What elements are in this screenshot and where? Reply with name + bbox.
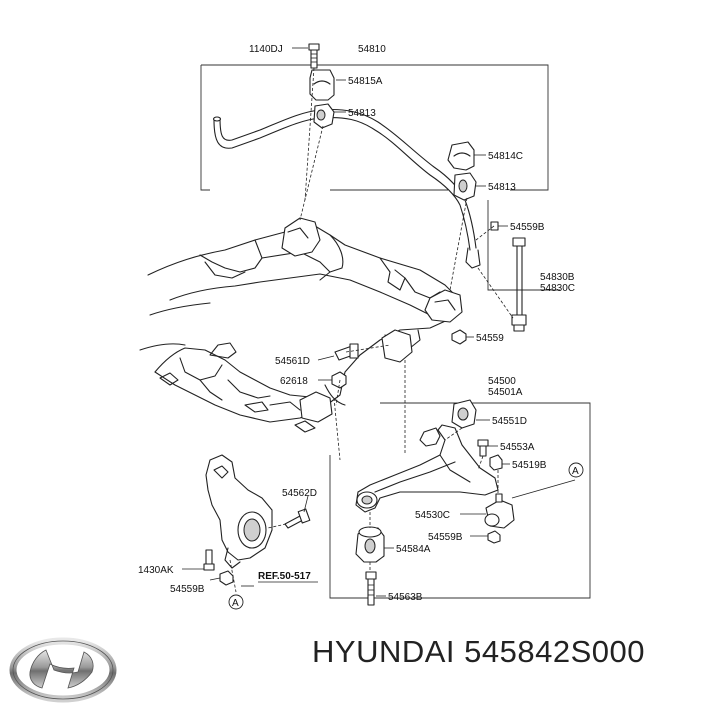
label-1430AK: 1430AK [138, 565, 174, 576]
label-62618: 62618 [280, 376, 308, 387]
label-54814C: 54814C [488, 151, 523, 162]
stabilizer-bar [212, 108, 481, 269]
nut-54559B-bottom [219, 570, 234, 586]
bolt-54562D [284, 508, 311, 529]
label-54815A: 54815A [348, 76, 383, 87]
label-54830B: 54830B [540, 272, 575, 283]
clamp-54815A [309, 69, 335, 101]
ball-joint-54530C [484, 493, 515, 529]
label-ref-50-517: REF.50-517 [258, 571, 311, 582]
label-54519B: 54519B [512, 460, 547, 471]
nut-62618 [331, 371, 347, 389]
label-54551D: 54551D [492, 416, 527, 427]
stabilizer-link [490, 221, 527, 332]
label-54559B-mid: 54559B [428, 532, 463, 543]
stabilizer-group-box [200, 64, 549, 191]
label-54501A: 54501A [488, 387, 523, 398]
steering-knuckle [205, 454, 273, 569]
mid-bushing-mount [299, 329, 413, 423]
ref-marker-a-bottom: A [228, 594, 244, 610]
lower-arm-group-box [329, 402, 591, 599]
hyundai-logo-icon [9, 637, 117, 703]
bolt-1430AK [203, 549, 215, 571]
label-54559: 54559 [476, 333, 504, 344]
rear-bushing-mount [424, 289, 463, 323]
label-54500: 54500 [488, 376, 516, 387]
bolt-54561D [334, 343, 359, 361]
brand-part-number: HYUNDAI 545842S000 [312, 634, 645, 669]
leader-lines [182, 47, 576, 597]
label-54810: 54810 [358, 44, 386, 55]
ref-marker-a-top: A [568, 462, 584, 478]
label-54561D: 54561D [275, 356, 310, 367]
nut-54559 [451, 329, 467, 345]
label-54830C: 54830C [540, 283, 575, 294]
clamp-54814C [447, 141, 475, 171]
label-1140DJ: 1140DJ [249, 44, 283, 55]
label-54559B-bottom: 54559B [170, 584, 205, 595]
label-54530C: 54530C [415, 510, 450, 521]
label-54584A: 54584A [396, 544, 431, 555]
bushing-54551D [451, 399, 477, 429]
lower-control-arm [355, 424, 499, 513]
label-54813-right: 54813 [488, 182, 516, 193]
bolt-1140DJ [308, 43, 320, 69]
front-bushing-mount [281, 217, 321, 257]
link-group-box [487, 200, 560, 291]
label-54813-left: 54813 [348, 108, 376, 119]
label-54553A: 54553A [500, 442, 535, 453]
bushing-54813-left [313, 103, 335, 129]
subframe [139, 225, 461, 433]
dashed-guides [229, 67, 514, 593]
bolt-54519B [489, 454, 503, 471]
bolt-54563B [365, 571, 377, 606]
marker-a-label-1: A [572, 466, 579, 477]
bolt-54553A [477, 439, 489, 457]
bushing-54813-right [453, 172, 477, 201]
nut-54559B-mid [487, 530, 501, 544]
label-54559B-top: 54559B [510, 222, 545, 233]
marker-a-label-2: A [232, 598, 239, 609]
label-54563B: 54563B [388, 592, 423, 603]
label-54562D: 54562D [282, 488, 317, 499]
bushing-54584A [355, 526, 385, 563]
